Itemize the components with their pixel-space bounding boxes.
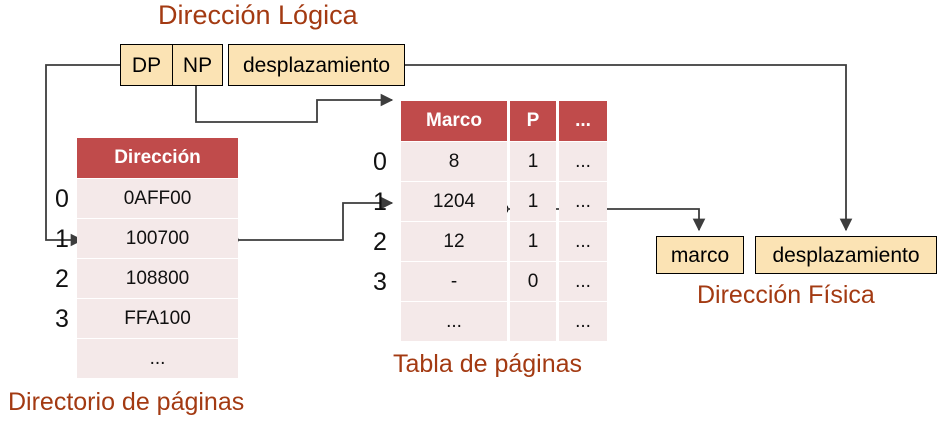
page-table-row-index-0: 0 bbox=[373, 148, 387, 176]
page-table-cell-marco: - bbox=[401, 262, 507, 301]
logical-address-caption: Dirección Lógica bbox=[158, 0, 358, 30]
table-row[interactable]: 8 1 ... bbox=[401, 142, 607, 181]
page-table-cell-marco: ... bbox=[401, 302, 507, 341]
page-table-cell-p: 0 bbox=[510, 262, 556, 301]
table-row[interactable]: 108800 bbox=[77, 259, 238, 298]
logical-field-dp[interactable]: DP bbox=[120, 44, 172, 86]
page-directory-grid: Dirección 0AFF00 100700 108800 FFA100 ..… bbox=[74, 137, 241, 379]
page-directory-header-row: Dirección bbox=[77, 138, 238, 178]
page-directory-cell-direccion: 100700 bbox=[77, 219, 238, 258]
page-table-cell-p bbox=[510, 302, 556, 341]
page-directory-row-index-2: 2 bbox=[55, 265, 69, 293]
page-table-row-index-2: 2 bbox=[373, 228, 387, 256]
page-directory-cell-direccion: 108800 bbox=[77, 259, 238, 298]
page-table-cell-more: ... bbox=[559, 222, 607, 261]
page-directory-cell-direccion: FFA100 bbox=[77, 299, 238, 338]
page-table-cell-more: ... bbox=[559, 182, 607, 221]
page-directory-table: Dirección 0AFF00 100700 108800 FFA100 ..… bbox=[74, 137, 241, 379]
page-directory-row-index-1: 1 bbox=[55, 225, 69, 253]
page-table-cell-marco: 8 bbox=[401, 142, 507, 181]
page-table-caption: Tabla de páginas bbox=[393, 350, 583, 378]
wire-offset-to-physical-offset bbox=[405, 64, 853, 232]
table-row[interactable]: ... bbox=[77, 339, 238, 378]
logical-field-offset[interactable]: desplazamiento bbox=[228, 44, 405, 86]
wire-np-to-pagetable bbox=[195, 86, 394, 123]
physical-field-offset-label: desplazamiento bbox=[772, 243, 920, 267]
page-table-row-index-3: 3 bbox=[373, 268, 387, 296]
page-table-cell-marco: 12 bbox=[401, 222, 507, 261]
page-table-row-index-1: 1 bbox=[373, 188, 387, 216]
page-table-cell-p: 1 bbox=[510, 222, 556, 261]
wire-dp-to-directory bbox=[45, 64, 120, 247]
page-directory-row-index-0: 0 bbox=[55, 185, 69, 213]
page-directory-row-index-3: 3 bbox=[55, 305, 69, 333]
logical-field-dp-label: DP bbox=[131, 53, 162, 77]
table-row[interactable]: ... ... bbox=[401, 302, 607, 341]
page-table-grid: Marco P ... 8 1 ... 1204 1 ... 12 bbox=[398, 100, 610, 342]
page-table-header-p: P bbox=[510, 101, 556, 141]
page-table-cell-p: 1 bbox=[510, 142, 556, 181]
page-table-header-marco: Marco bbox=[401, 101, 507, 141]
physical-address-caption: Dirección Física bbox=[697, 281, 875, 309]
page-table-cell-marco: 1204 bbox=[401, 182, 507, 221]
table-row[interactable]: 100700 bbox=[77, 219, 238, 258]
table-row[interactable]: 12 1 ... bbox=[401, 222, 607, 261]
page-table-cell-more: ... bbox=[559, 142, 607, 181]
physical-field-frame-label: marco bbox=[670, 243, 730, 267]
page-table: Marco P ... 8 1 ... 1204 1 ... 12 bbox=[398, 100, 610, 342]
page-directory-cell-direccion: ... bbox=[77, 339, 238, 378]
page-table-cell-more: ... bbox=[559, 302, 607, 341]
page-table-header-row: Marco P ... bbox=[401, 101, 607, 141]
table-row[interactable]: 1204 1 ... bbox=[401, 182, 607, 221]
logical-field-offset-label: desplazamiento bbox=[242, 53, 391, 77]
logical-field-np[interactable]: NP bbox=[172, 44, 223, 86]
physical-field-frame[interactable]: marco bbox=[656, 236, 744, 274]
page-table-cell-p: 1 bbox=[510, 182, 556, 221]
wire-directory-to-pagetable bbox=[233, 196, 394, 241]
page-table-cell-more: ... bbox=[559, 262, 607, 301]
table-row[interactable]: FFA100 bbox=[77, 299, 238, 338]
physical-field-offset[interactable]: desplazamiento bbox=[755, 236, 937, 274]
table-row[interactable]: - 0 ... bbox=[401, 262, 607, 301]
page-directory-caption: Directorio de páginas bbox=[8, 388, 245, 416]
page-table-header-more: ... bbox=[559, 101, 607, 141]
page-directory-cell-direccion: 0AFF00 bbox=[77, 179, 238, 218]
logical-field-np-label: NP bbox=[182, 53, 213, 77]
table-row[interactable]: 0AFF00 bbox=[77, 179, 238, 218]
page-directory-header-direccion: Dirección bbox=[77, 138, 238, 178]
